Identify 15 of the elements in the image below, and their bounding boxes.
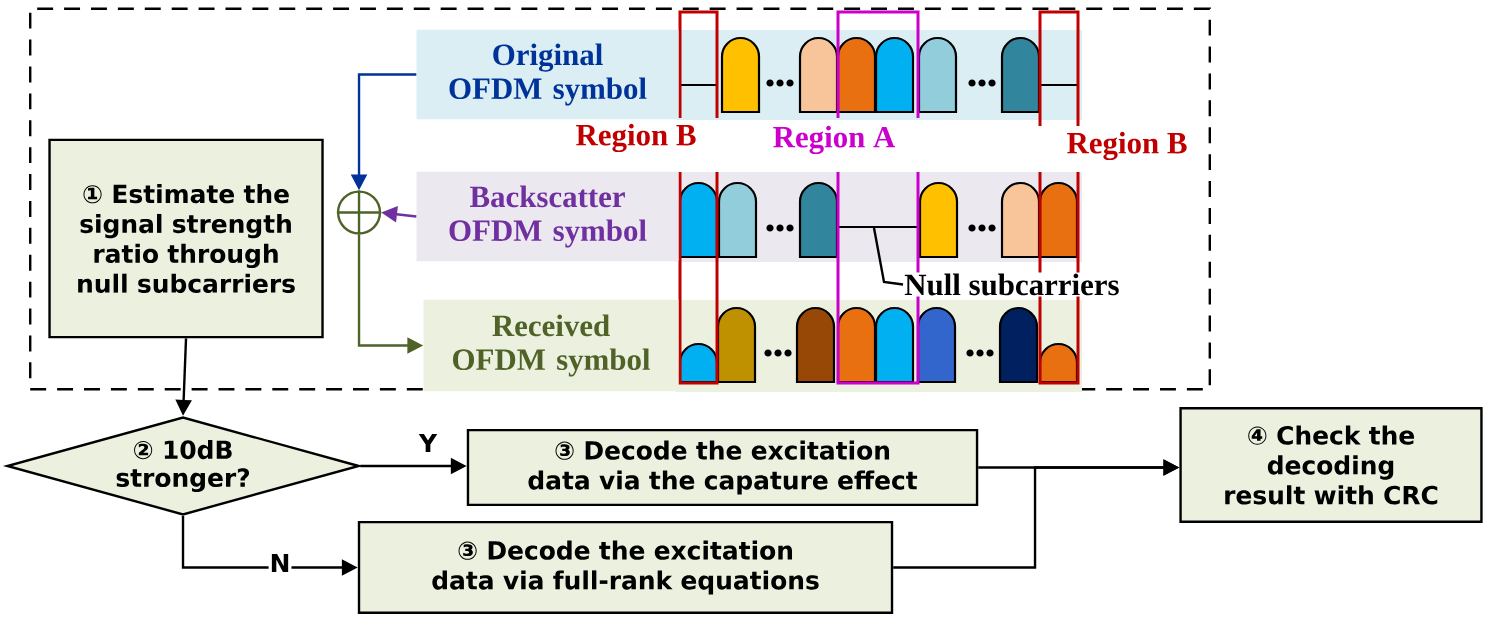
region-label: Region A [773,125,896,155]
band-label: Original OFDM symbol [416,29,679,120]
edge-label: N [268,552,292,574]
band-label: Backscatter OFDM symbol [416,171,679,262]
region-label: Region B [1067,131,1187,161]
edge-label: Y [418,432,439,454]
summing-junction [335,189,383,236]
process-box: ① Estimate the signal strength ratio through null subcarriers [48,138,324,339]
process-box: ③ Decode the excitation data via full-rank equations [357,520,894,614]
process-box: ④ Check the decoding result with CRC [1179,407,1483,523]
process-box: ③ Decode the excitation data via the capature effect [466,428,979,507]
annotation-text: Null subcarriers [903,272,1121,297]
leader-line [872,227,904,286]
region-label: Region B [576,123,696,153]
band-label: Received OFDM symbol [423,299,679,392]
